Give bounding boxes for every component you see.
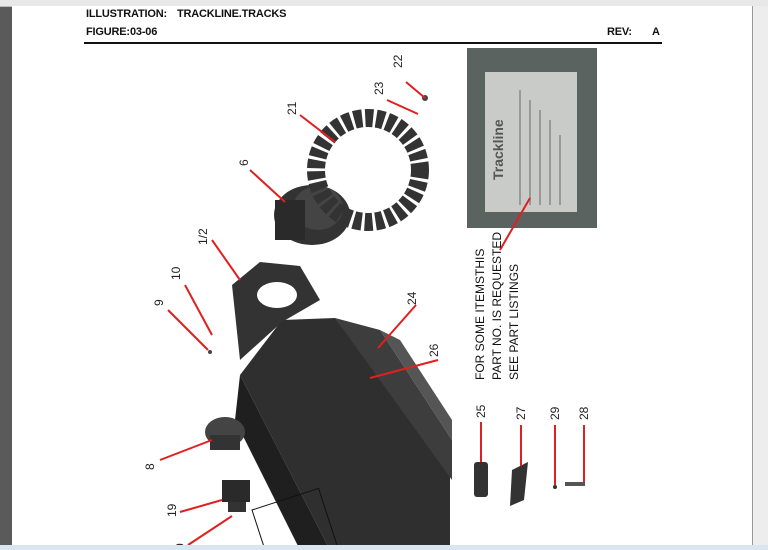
callout-28: 28 <box>577 406 591 420</box>
callout-26: 26 <box>427 343 441 357</box>
vertical-scrollbar[interactable] <box>752 6 768 550</box>
sprocket-part <box>307 109 429 231</box>
callout-22: 22 <box>391 54 405 68</box>
callout-6: 6 <box>237 159 251 166</box>
nameplate-photo: Trackline <box>467 48 597 228</box>
illustration-label: ILLUSTRATION: <box>86 8 167 20</box>
header-rule <box>84 42 662 44</box>
illustration-value: TRACKLINE.TRACKS <box>177 8 287 20</box>
figure-value: 03-06 <box>130 26 158 38</box>
track-frame <box>235 318 452 550</box>
callout-29: 29 <box>548 406 562 420</box>
callout-lines <box>159 81 585 546</box>
figure-label: FIGURE: <box>86 26 130 38</box>
callout-27: 27 <box>514 406 528 420</box>
callout-25: 25 <box>474 404 488 418</box>
bracket-part <box>232 262 320 360</box>
small-parts <box>205 95 585 512</box>
callout-21: 21 <box>285 101 299 115</box>
callout-19: 19 <box>165 503 179 517</box>
callout-1-2: 1/2 <box>196 228 210 245</box>
callout-10: 10 <box>169 266 183 280</box>
outline-box <box>251 487 338 550</box>
note-line-3: SEE PART LISTINGS <box>507 264 521 380</box>
callout-23: 23 <box>372 81 386 95</box>
nameplate-brand: Trackline <box>490 119 506 180</box>
callout-9: 9 <box>152 299 166 306</box>
callout-24: 24 <box>405 291 419 305</box>
note-line-2: PART NO. IS REQUESTED <box>490 232 504 380</box>
rev-value: A <box>652 26 660 38</box>
horizontal-scrollbar[interactable] <box>0 545 768 550</box>
rev-label: REV: <box>607 26 632 38</box>
note-line-1: FOR SOME ITEMSTHIS <box>473 249 487 380</box>
callout-8: 8 <box>143 463 157 470</box>
